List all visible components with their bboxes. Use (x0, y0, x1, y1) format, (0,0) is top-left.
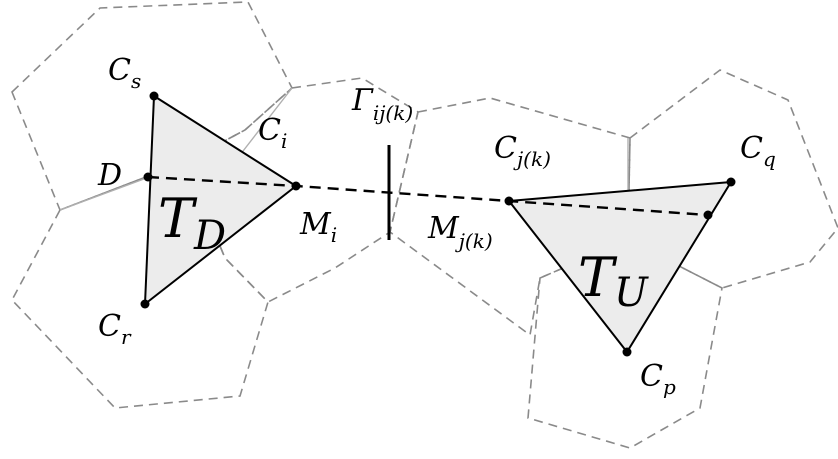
triangle-tu (508, 181, 732, 353)
point-edge-intersection (703, 210, 713, 220)
inner-edge-left (59, 175, 153, 211)
point-cs (149, 91, 159, 101)
point-cq (726, 177, 736, 187)
points (140, 91, 736, 357)
point-cr (140, 299, 150, 309)
label-mjk: Mj(k) (427, 211, 493, 253)
point-mi (291, 181, 301, 191)
label-td: TD (158, 187, 226, 259)
dashed-connector (147, 175, 709, 217)
point-cp (622, 347, 632, 357)
label-ci: Ci (258, 113, 287, 153)
label-d: D (97, 158, 122, 193)
label-mi: Mi (299, 207, 337, 247)
triangle-td (144, 95, 297, 305)
point-mjk (504, 196, 514, 206)
label-cs: Cs (108, 53, 141, 93)
label-cr: Cr (98, 309, 132, 349)
label-cjk: Cj(k) (494, 131, 551, 171)
point-d (143, 172, 153, 182)
label-tu: TU (578, 246, 649, 316)
mesh-cell-center-left (183, 77, 419, 303)
label-gamma: Γij(k) (351, 83, 413, 125)
label-cq: Cq (740, 131, 776, 171)
label-cp: Cp (640, 359, 676, 399)
